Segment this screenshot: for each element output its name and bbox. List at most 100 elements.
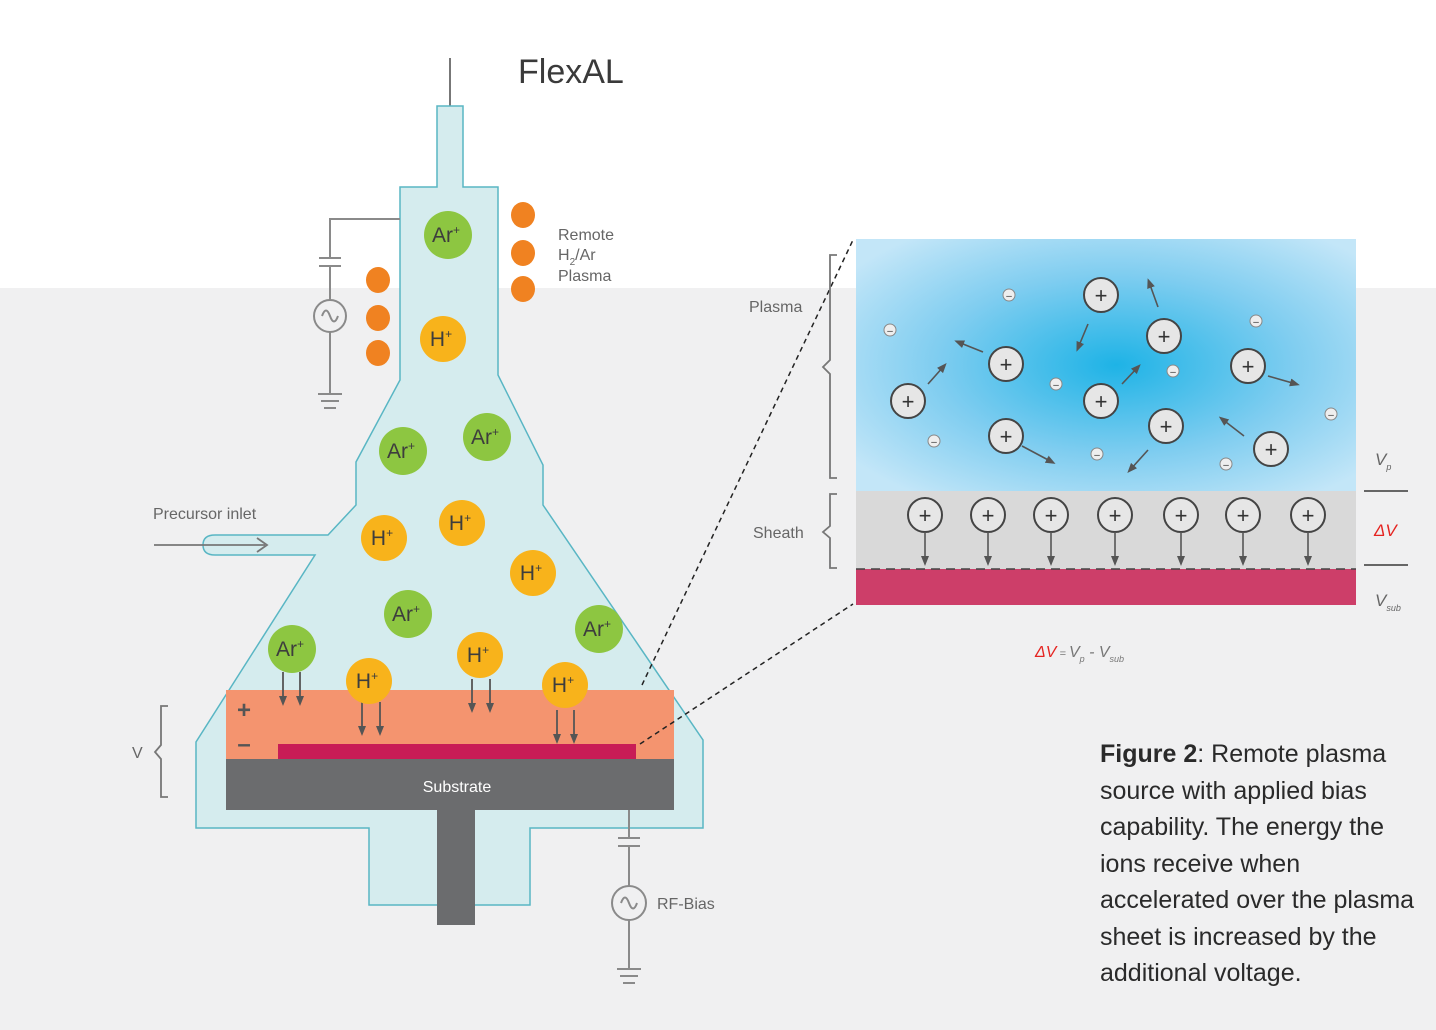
precursor-inlet-label: Precursor inlet — [153, 506, 257, 523]
coil-dots — [366, 202, 535, 366]
sheath-brace — [821, 493, 837, 569]
svg-text:Ar+: Ar+ — [471, 425, 499, 449]
svg-text:–: – — [887, 326, 893, 337]
delta-v-label: ΔV — [1373, 521, 1398, 540]
svg-text:+: + — [1302, 503, 1315, 528]
plasma-motion-arrows — [927, 278, 1300, 473]
electron: – — [1049, 377, 1063, 391]
svg-text:+: + — [1000, 424, 1013, 449]
plasma-positive-ions: + + + + + + + + + — [890, 277, 1289, 467]
positive-ion: + — [1230, 348, 1266, 384]
voltage-label: V — [132, 745, 143, 762]
substrate-stem — [437, 810, 475, 925]
positive-ion: + — [988, 346, 1024, 382]
plus-sign: + — [237, 697, 251, 724]
electron: – — [1166, 364, 1180, 378]
h-ion: H+ — [420, 316, 466, 362]
electron: – — [1090, 447, 1104, 461]
svg-text:Ar+: Ar+ — [276, 637, 304, 661]
electron: – — [1324, 407, 1338, 421]
figure-caption: Figure 2: Remote plasma source with appl… — [1100, 736, 1430, 992]
positive-ion: + — [1148, 408, 1184, 444]
svg-text:+: + — [1265, 437, 1278, 462]
svg-text:H+: H+ — [449, 511, 471, 535]
substrate-table — [226, 759, 674, 810]
sheath-ion: + — [1163, 497, 1199, 566]
wafer — [278, 744, 636, 759]
svg-text:+: + — [1237, 503, 1250, 528]
delta-v-equation: ΔV = Vp - Vsub — [1034, 644, 1124, 664]
svg-text:H+: H+ — [520, 561, 542, 585]
svg-text:H+: H+ — [371, 526, 393, 550]
svg-text:–: – — [931, 437, 937, 448]
positive-ion: + — [1083, 277, 1119, 313]
rf-bias-label: RF-Bias — [657, 896, 715, 913]
remote-label-line2: H2/Ar — [558, 247, 596, 268]
h-ion: H+ — [510, 550, 556, 596]
diagram-title: FlexAL — [518, 53, 624, 91]
h-ion: H+ — [361, 515, 407, 561]
svg-text:+: + — [1000, 352, 1013, 377]
zoom-line-top — [641, 239, 854, 686]
electron: – — [927, 434, 941, 448]
svg-text:Ar+: Ar+ — [387, 439, 415, 463]
electron: – — [1002, 288, 1016, 302]
ion-arrows — [279, 672, 578, 744]
zoom-line-bottom — [639, 603, 854, 745]
svg-text:+: + — [902, 389, 915, 414]
svg-text:Ar+: Ar+ — [583, 617, 611, 641]
svg-text:–: – — [1328, 410, 1334, 421]
ar-ion: Ar+ — [463, 413, 511, 461]
svg-text:H+: H+ — [356, 669, 378, 693]
svg-text:+: + — [919, 503, 932, 528]
argon-ions: Ar+ Ar+ Ar+ Ar+ Ar+ Ar+ — [268, 211, 623, 673]
svg-text:H+: H+ — [552, 673, 574, 697]
svg-text:H+: H+ — [430, 327, 452, 351]
svg-text:–: – — [1053, 380, 1059, 391]
svg-text:–: – — [1223, 460, 1229, 471]
vp-label: Vp — [1375, 450, 1391, 472]
svg-text:Ar+: Ar+ — [432, 223, 460, 247]
svg-text:Ar+: Ar+ — [392, 602, 420, 626]
sheath-ion: + — [1033, 497, 1069, 566]
voltage-brace — [153, 705, 168, 798]
electron: – — [1249, 314, 1263, 328]
positive-ion: + — [1083, 383, 1119, 419]
rf-bias-circuit — [611, 810, 647, 984]
remote-label-line1: Remote — [558, 227, 614, 244]
svg-text:–: – — [1170, 367, 1176, 378]
svg-text:H+: H+ — [467, 643, 489, 667]
sheath-ion: + — [907, 497, 943, 566]
electron: – — [883, 323, 897, 337]
svg-text:+: + — [1160, 414, 1173, 439]
sheath-ion: + — [1290, 497, 1326, 566]
precursor-arrow-head — [256, 537, 269, 553]
svg-text:+: + — [1242, 354, 1255, 379]
h-ion: H+ — [542, 662, 588, 708]
ar-ion: Ar+ — [575, 605, 623, 653]
sheath-ion: + — [1225, 497, 1261, 566]
positive-ion: + — [1146, 318, 1182, 354]
sheath-ion: + — [1097, 497, 1133, 566]
svg-text:+: + — [1095, 283, 1108, 308]
source-circuit — [313, 218, 400, 409]
minus-sign: – — [237, 731, 250, 758]
plasma-brace — [821, 254, 837, 479]
sheath-ions: + + + + + + + — [907, 497, 1326, 566]
ar-ion: Ar+ — [379, 427, 427, 475]
ar-ion: Ar+ — [384, 590, 432, 638]
svg-text:–: – — [1253, 317, 1259, 328]
sheath-ion: + — [970, 497, 1006, 566]
svg-text:+: + — [1109, 503, 1122, 528]
hydrogen-ions: H+ H+ H+ H+ H+ H+ H+ — [346, 316, 588, 708]
sheath-label: Sheath — [753, 525, 804, 542]
svg-text:+: + — [982, 503, 995, 528]
caption-title: Figure 2 — [1100, 740, 1198, 768]
svg-text:+: + — [1045, 503, 1058, 528]
svg-text:–: – — [1006, 291, 1012, 302]
svg-text:–: – — [1094, 450, 1100, 461]
electrons: – – – – – – – – – — [883, 288, 1338, 471]
positive-ion: + — [988, 418, 1024, 454]
